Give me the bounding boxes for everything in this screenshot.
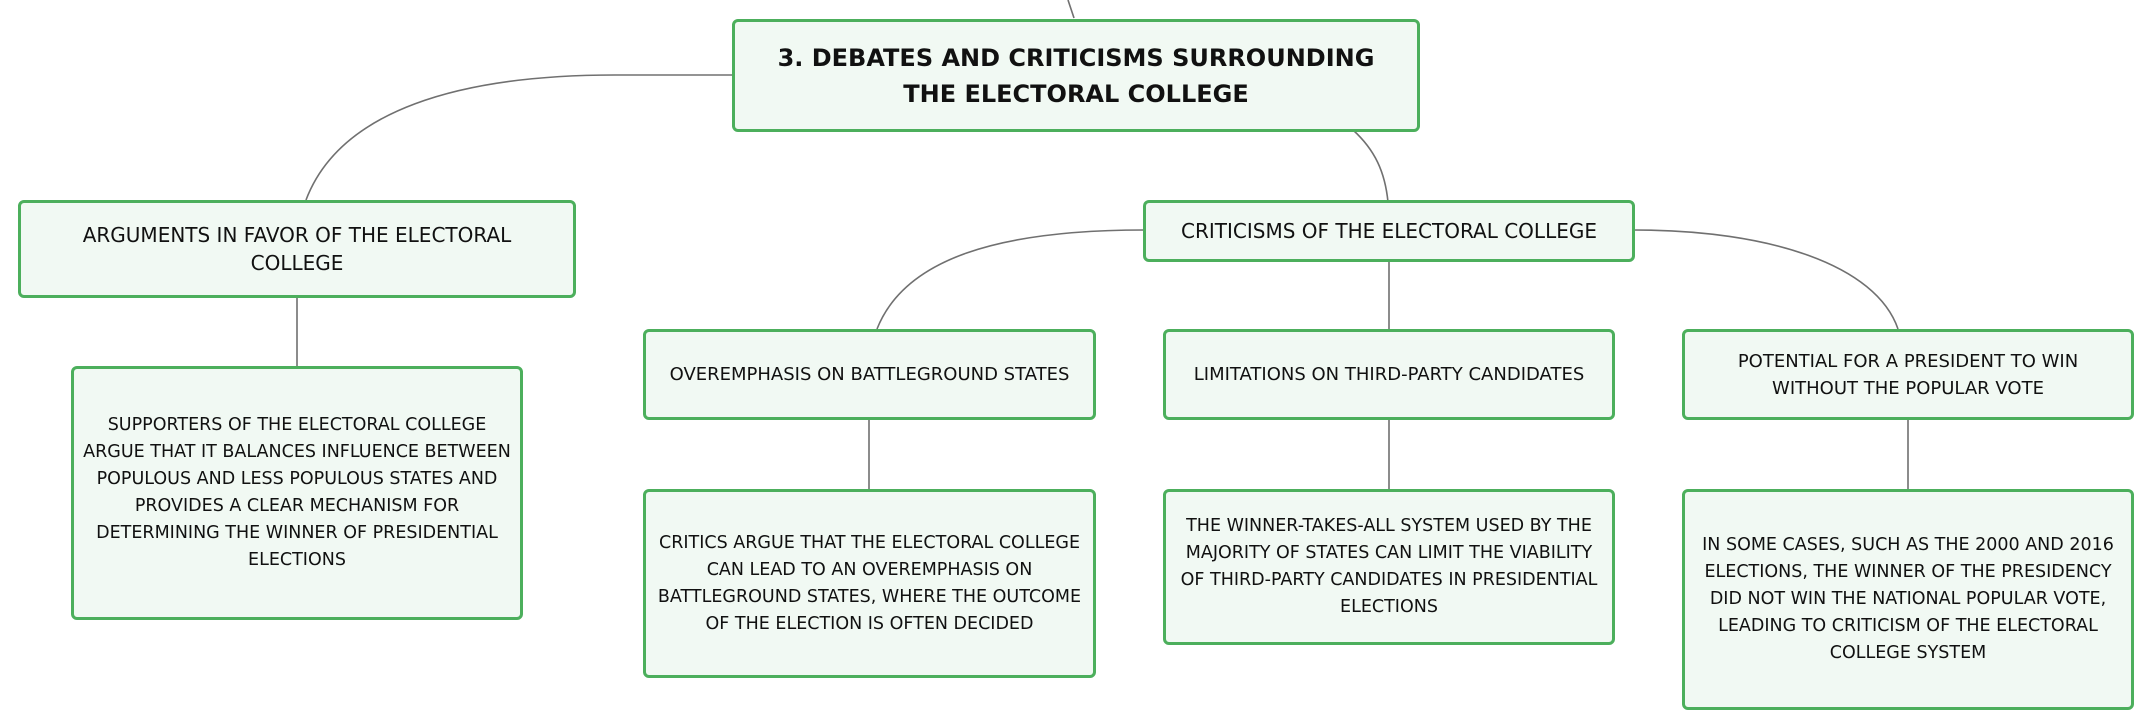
favor-topic-label: ARGUMENTS IN FAVOR OF THE ELECTORAL COLL… xyxy=(82,223,512,275)
connector-criticisms-to-battleground xyxy=(876,229,1145,330)
connector-criticisms-to-popularvote xyxy=(1633,229,1899,330)
battleground-detail-text: CRITICS ARGUE THAT THE ELECTORAL COLLEGE… xyxy=(657,532,1082,634)
battleground-subtopic[interactable]: OVEREMPHASIS ON BATTLEGROUND STATES xyxy=(643,329,1096,420)
thirdparty-detail-text: THE WINNER-TAKES-ALL SYSTEM USED BY THE … xyxy=(1180,516,1598,617)
root-topic[interactable]: 3. DEBATES AND CRITICISMS SURROUNDING TH… xyxy=(732,19,1420,132)
connector-root-to-favor xyxy=(305,74,732,201)
favor-detail[interactable]: SUPPORTERS OF THE ELECTORAL COLLEGE ARGU… xyxy=(71,366,523,620)
connector-parent-to-root xyxy=(1067,0,1075,19)
favor-detail-text: SUPPORTERS OF THE ELECTORAL COLLEGE ARGU… xyxy=(83,415,511,570)
popularvote-detail[interactable]: IN SOME CASES, SUCH AS THE 2000 AND 2016… xyxy=(1682,489,2134,710)
thirdparty-subtopic-label: LIMITATIONS ON THIRD-PARTY CANDIDATES xyxy=(1193,364,1585,385)
thirdparty-detail[interactable]: THE WINNER-TAKES-ALL SYSTEM USED BY THE … xyxy=(1163,489,1615,645)
root-topic-label: 3. DEBATES AND CRITICISMS SURROUNDING TH… xyxy=(777,43,1375,108)
connector-root-to-criticisms xyxy=(1352,129,1389,203)
popularvote-subtopic-label: POTENTIAL FOR A PRESIDENT TO WIN WITHOUT… xyxy=(1737,350,2079,399)
battleground-subtopic-label: OVEREMPHASIS ON BATTLEGROUND STATES xyxy=(669,364,1070,385)
criticisms-topic[interactable]: CRITICISMS OF THE ELECTORAL COLLEGE xyxy=(1143,200,1635,262)
favor-topic[interactable]: ARGUMENTS IN FAVOR OF THE ELECTORAL COLL… xyxy=(18,200,576,298)
battleground-detail[interactable]: CRITICS ARGUE THAT THE ELECTORAL COLLEGE… xyxy=(643,489,1096,678)
popularvote-subtopic[interactable]: POTENTIAL FOR A PRESIDENT TO WIN WITHOUT… xyxy=(1682,329,2134,420)
popularvote-detail-text: IN SOME CASES, SUCH AS THE 2000 AND 2016… xyxy=(1702,535,2114,663)
criticisms-topic-label: CRITICISMS OF THE ELECTORAL COLLEGE xyxy=(1181,219,1597,243)
thirdparty-subtopic[interactable]: LIMITATIONS ON THIRD-PARTY CANDIDATES xyxy=(1163,329,1615,420)
